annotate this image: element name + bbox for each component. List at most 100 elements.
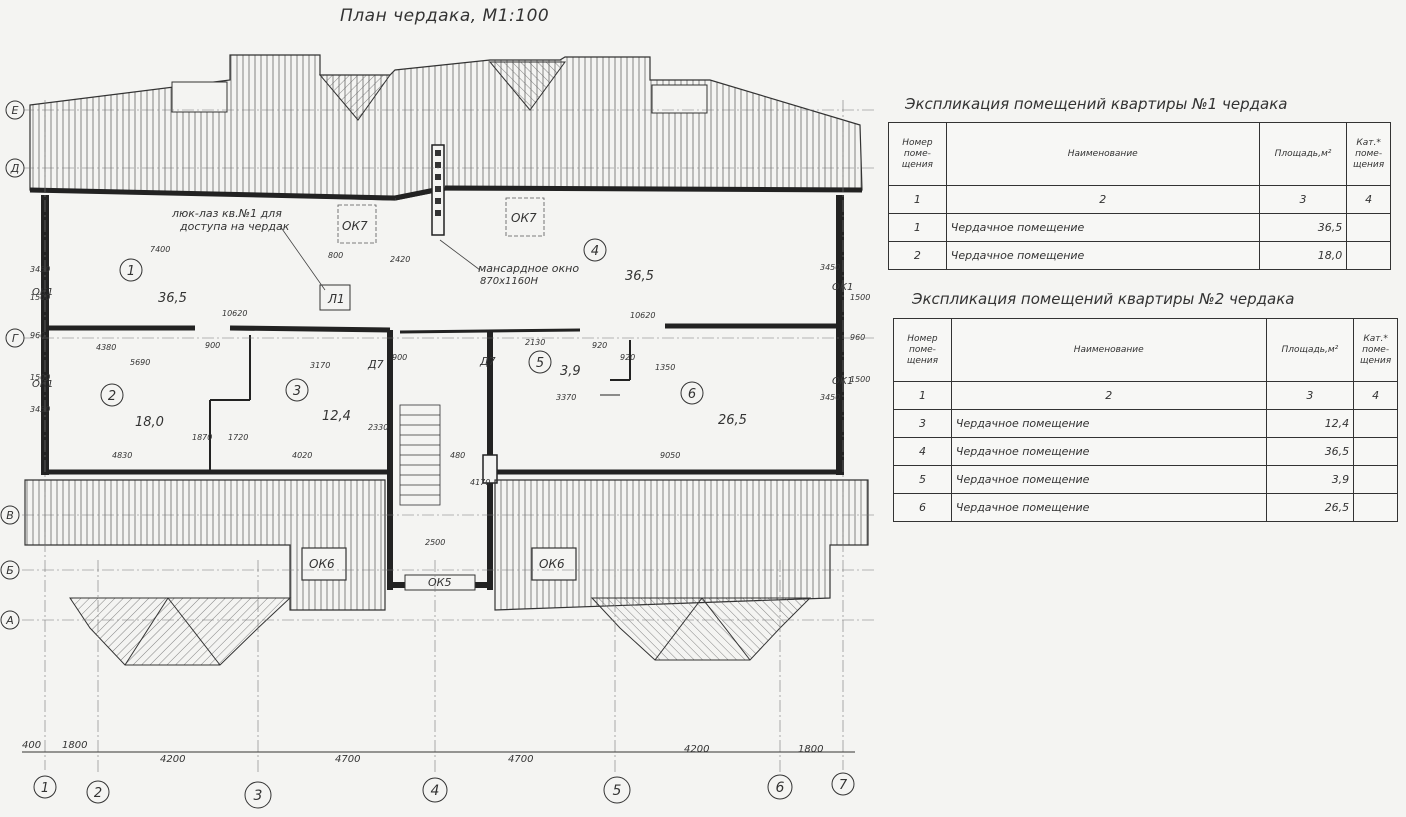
table2-room-explication: Номер поме- щения Наименование Площадь,м…	[893, 318, 1398, 522]
table2-row2-area: 36,5	[1265, 437, 1355, 466]
table2-row2-cat	[1353, 437, 1398, 466]
dim-1870: 1870	[192, 433, 212, 442]
window-ok6-left: ОК6	[309, 557, 335, 571]
roof-top	[29, 54, 863, 201]
room-4-area: 36,5	[625, 269, 654, 284]
plan-title: План чердака, М1:100	[340, 6, 550, 26]
table1-row1-area: 36,5	[1258, 213, 1348, 242]
dim-2420: 2420	[390, 255, 410, 264]
axis-B: Б	[6, 564, 14, 577]
dim-960-a: 960	[30, 331, 45, 340]
table-row: 3 Чердачное помещение 12,4	[893, 409, 1398, 438]
dim-7400: 7400	[150, 245, 170, 254]
table-row: 1 Чердачное помещение 36,5	[888, 213, 1391, 242]
table-row: 4 Чердачное помещение 36,5	[893, 437, 1398, 466]
table1-row1-name: Чердачное помещение	[945, 213, 1260, 242]
table1-row2-area: 18,0	[1258, 241, 1348, 270]
table2-header-cat: Кат.* поме- щения	[1353, 318, 1398, 382]
element-labels: ОК7 ОК7 ОК6 ОК6 ОК5 ОК1 ОК1 ОК1 ОК1 Л1 Д…	[32, 197, 853, 589]
table1-row2-num: 2	[888, 241, 947, 270]
axis-D: Д	[10, 162, 20, 175]
window-ok7-left: ОК7	[342, 219, 368, 233]
dim-1800-right: 1800	[798, 744, 823, 755]
dim-1720: 1720	[228, 433, 248, 442]
table2-row4-cat	[1353, 493, 1398, 522]
room-2-area: 18,0	[135, 415, 164, 430]
table2-index-2: 2	[950, 381, 1267, 410]
window-note-line1: мансардное окно	[478, 262, 579, 275]
bottom-dimensions: 400 1800 4200 4700 4700 4200 1800	[22, 740, 823, 765]
table1-row2-name: Чердачное помещение	[945, 241, 1260, 270]
room-1-area: 36,5	[158, 291, 187, 306]
axis-lines	[22, 100, 875, 775]
dim-400: 400	[22, 740, 41, 751]
dim-800: 800	[328, 251, 343, 260]
axis-3: 3	[254, 788, 263, 804]
dim-3450-c: 3450	[820, 263, 840, 272]
dim-900-b: 900	[392, 353, 407, 362]
room-6-area: 26,5	[718, 413, 747, 428]
door-d7-left: Д7	[367, 358, 384, 371]
dim-10620-left: 10620	[222, 309, 247, 318]
table2-row1-cat	[1353, 409, 1398, 438]
table1-index-2: 2	[945, 185, 1260, 214]
dim-1800-left: 1800	[62, 740, 87, 751]
table1-caption: Экспликация помещений квартиры №1 чердак…	[905, 95, 1288, 113]
dim-3450-d: 3450	[820, 393, 840, 402]
dim-9050: 9050	[660, 451, 680, 460]
attic-floor-plan: Е Д Г В Б А 1 2 3 4 5 6 7	[0, 54, 875, 809]
room-markers: 1 36,5 2 18,0 3 12,4 4 36,5 5 3,9 6 26,5	[100, 238, 747, 430]
table2-row4-area: 26,5	[1265, 493, 1355, 522]
table1-row1-num: 1	[888, 213, 947, 242]
dim-1500-d: 1500	[850, 375, 870, 384]
axis-G: Г	[12, 332, 19, 345]
dim-3450-b: 3450	[30, 405, 50, 414]
dim-480: 480	[450, 451, 465, 460]
axis-V: В	[6, 509, 14, 522]
axis-7: 7	[839, 778, 848, 793]
table1-index-3: 3	[1258, 185, 1348, 214]
room-5-number: 5	[536, 356, 544, 371]
table2-row1-area: 12,4	[1265, 409, 1355, 438]
table2-row1-name: Чердачное помещение	[950, 409, 1267, 438]
dim-2500: 2500	[425, 538, 445, 547]
table2-row3-cat	[1353, 465, 1398, 494]
window-ok1-3: ОК1	[832, 282, 853, 293]
dim-920-b: 920	[620, 353, 635, 362]
table2-row4-num: 6	[893, 493, 952, 522]
window-ok5: ОК5	[428, 576, 451, 589]
window-ok7-right: ОК7	[511, 211, 537, 225]
dim-4200-left: 4200	[160, 754, 185, 765]
dim-1350: 1350	[655, 363, 675, 372]
dim-1500-b: 1500	[30, 373, 50, 382]
roof-bottom	[24, 479, 869, 666]
table2-row3-num: 5	[893, 465, 952, 494]
table1-index-1: 1	[888, 185, 947, 214]
axis-letter-markers: Е Д Г В Б А	[0, 100, 25, 630]
hatch-note-line1: люк-лаз кв.№1 для	[171, 207, 282, 220]
table1-row2-cat	[1346, 241, 1391, 270]
window-ok6-right: ОК6	[539, 557, 565, 571]
dim-10620-right: 10620	[630, 311, 655, 320]
axis-6: 6	[776, 780, 785, 796]
axis-2: 2	[94, 786, 102, 801]
table1-row1-cat	[1346, 213, 1391, 242]
room-2-number: 2	[108, 389, 116, 404]
room-1-number: 1	[127, 264, 135, 279]
dim-4830: 4830	[112, 451, 132, 460]
window-ok1-1: ОК1	[32, 287, 53, 298]
axis-A: А	[5, 614, 14, 627]
table-row: 6 Чердачное помещение 26,5	[893, 493, 1398, 522]
dim-920-a: 920	[592, 341, 607, 350]
window-note-line2: 870х1160Н	[480, 276, 538, 287]
axis-4: 4	[431, 783, 440, 799]
room-3-number: 3	[293, 384, 301, 399]
dim-3450-a: 3450	[30, 265, 50, 274]
hatch-note-line2: доступа на чердак	[179, 220, 290, 233]
dim-1500-c: 1500	[850, 293, 870, 302]
table-row: 5 Чердачное помещение 3,9	[893, 465, 1398, 494]
room-3-area: 12,4	[322, 409, 351, 424]
table2-caption: Экспликация помещений квартиры №2 чердак…	[912, 290, 1295, 308]
table1-header-name: Наименование	[945, 122, 1260, 186]
